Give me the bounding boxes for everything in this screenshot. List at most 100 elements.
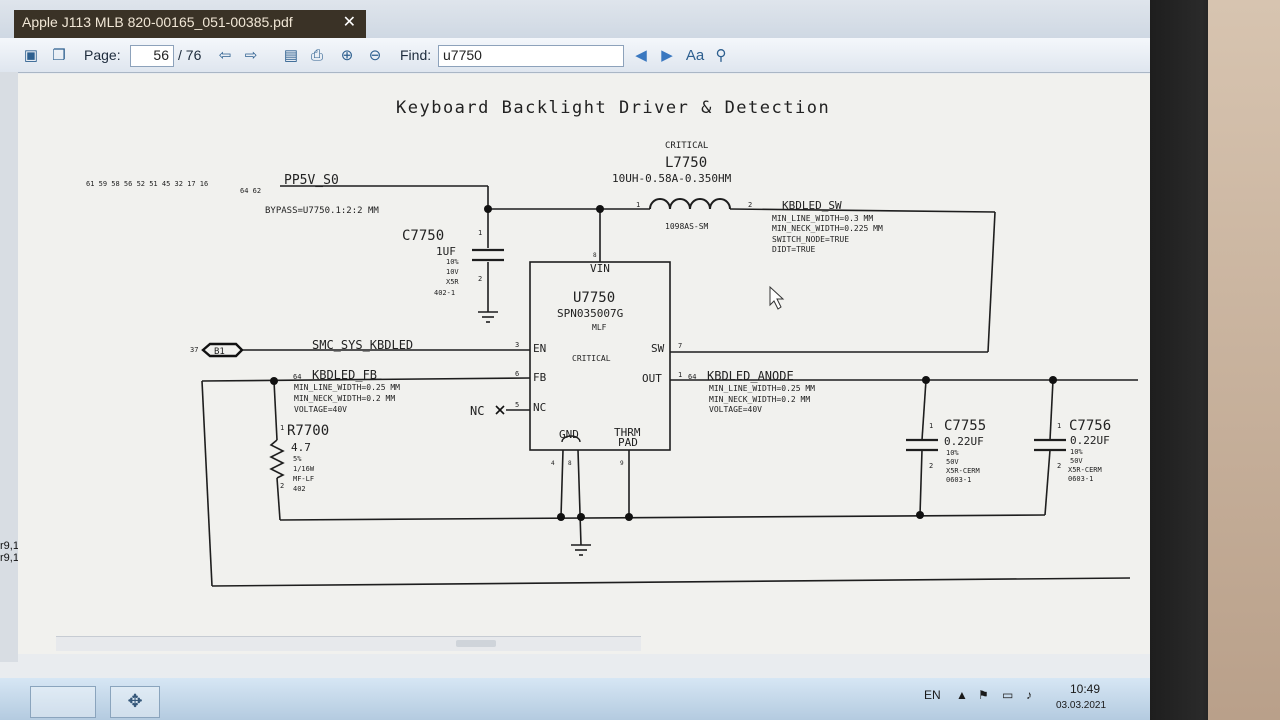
- prev-page-icon[interactable]: ⇦: [218, 47, 232, 64]
- c7755-value: 0.22UF: [944, 435, 984, 448]
- ic-pin-num-gnd1: 4: [551, 460, 555, 467]
- fb-page-ref: 64: [293, 373, 301, 381]
- r7700-prop-1: 5%: [293, 455, 302, 463]
- c7750-value: 1UF: [436, 245, 456, 258]
- ic-pin-fb: FB: [533, 371, 547, 384]
- capacitor-c7756-symbol: [1034, 438, 1066, 452]
- pdf-viewer-window: Apple J113 MLB 820-00165_051-00385.pdf ✕…: [0, 0, 1200, 720]
- r7700-ref: R7700: [287, 423, 329, 439]
- zoom-in-icon[interactable]: ⊕: [340, 47, 354, 64]
- tab-bar: Apple J113 MLB 820-00165_051-00385.pdf ✕: [0, 0, 1200, 38]
- gnd-arc: [561, 435, 581, 443]
- ic-pin-num-vin: 8: [593, 252, 597, 259]
- copy-icon[interactable]: ❐: [52, 47, 66, 64]
- sw-net-name: KBDLED_SW: [782, 199, 842, 212]
- sw-net-prop-1: MIN_LINE_WIDTH=0.3 MM: [772, 214, 873, 223]
- volume-icon[interactable]: ♪: [1026, 688, 1032, 702]
- resistor-symbol: [269, 439, 285, 479]
- sw-net-prop-3: SWITCH_NODE=TRUE: [772, 235, 849, 244]
- ic-pin-pad: PAD: [618, 436, 638, 449]
- rail-page-refs-2: 64 62: [240, 187, 261, 195]
- close-icon[interactable]: ✕: [342, 14, 356, 31]
- binoculars-icon[interactable]: ⚲: [715, 47, 727, 64]
- ground-icon: [478, 311, 498, 323]
- c7750-prop-2: 10V: [446, 268, 459, 276]
- c7756-prop-1: 10%: [1070, 448, 1083, 456]
- fb-net-name: KBDLED_FB: [312, 368, 377, 382]
- network-icon[interactable]: ▭: [1002, 688, 1014, 702]
- c7755-ref: C7755: [944, 418, 986, 434]
- ic-pin-num-en: 3: [515, 341, 519, 349]
- ic-pin-num-thrm: 9: [620, 460, 624, 467]
- taskbar: ✥ EN ▲ ⚑ ▭ ♪ 10:49 03.03.2021: [0, 678, 1200, 720]
- inductor-pin2: 2: [748, 201, 752, 209]
- toolbar: ▣ ❐ Page: 56 / 76 ⇦ ⇨ ▤ ⎙ ⊕ ⊖ Find: u775…: [0, 38, 1200, 73]
- page-number-input[interactable]: 56: [130, 45, 174, 67]
- find-label: Find:: [400, 47, 432, 63]
- clock-date[interactable]: 03.03.2021: [1056, 700, 1107, 711]
- ic-pin-en: EN: [533, 342, 546, 355]
- find-input[interactable]: u7750: [438, 45, 624, 67]
- junction-dots: [270, 205, 1057, 521]
- side-panel-text-2: r9,1: [0, 552, 19, 564]
- rail-page-refs: 61 59 58 56 52 51 45 32 17 16: [86, 180, 208, 188]
- inductor-critical: CRITICAL: [665, 141, 708, 151]
- ic-pin-out: OUT: [642, 372, 662, 385]
- c7756-ref: C7756: [1069, 418, 1111, 434]
- ic-ref: U7750: [573, 290, 615, 306]
- r7700-prop-3: MF-LF: [293, 475, 314, 483]
- clock-time[interactable]: 10:49: [1070, 682, 1101, 696]
- schematic-title: Keyboard Backlight Driver & Detection: [396, 98, 830, 118]
- side-panel-text-1: r9,1: [0, 540, 19, 552]
- tray-arrow-icon[interactable]: ▲: [956, 688, 968, 702]
- c7756-prop-4: 0603-1: [1068, 475, 1093, 483]
- ic-critical: CRITICAL: [572, 354, 611, 363]
- taskbar-app-button[interactable]: [30, 686, 96, 718]
- ic-pin-gnd: GND: [559, 428, 579, 441]
- find-prev-icon[interactable]: ◀: [635, 47, 647, 64]
- r7700-value: 4.7: [291, 441, 311, 454]
- c7756-prop-3: X5R-CERM: [1068, 466, 1102, 474]
- c7756-value: 0.22UF: [1070, 434, 1110, 447]
- open-icon[interactable]: ▣: [23, 47, 39, 64]
- match-case-icon[interactable]: Aa: [685, 46, 705, 64]
- move-icon[interactable]: ✥: [110, 686, 160, 718]
- find-next-icon[interactable]: ▶: [661, 47, 673, 64]
- rail-name: PP5V_S0: [284, 173, 339, 188]
- ic-pin-vin: VIN: [590, 262, 610, 275]
- c7755-prop-3: X5R-CERM: [946, 467, 980, 475]
- anode-net-prop-2: MIN_NECK_WIDTH=0.2 MM: [709, 395, 810, 404]
- ic-package: MLF: [592, 323, 607, 332]
- ground-icon: [571, 544, 591, 556]
- page-label: Page:: [84, 47, 121, 63]
- smc-page-ref: 37: [190, 346, 198, 354]
- language-indicator[interactable]: EN: [924, 688, 941, 702]
- page-total: / 76: [178, 47, 202, 63]
- document-tab[interactable]: Apple J113 MLB 820-00165_051-00385.pdf ✕: [14, 10, 366, 38]
- zoom-out-icon[interactable]: ⊖: [368, 47, 382, 64]
- scroll-thumb[interactable]: [456, 640, 496, 647]
- print-icon[interactable]: ⎙: [310, 46, 323, 64]
- flag-icon[interactable]: ⚑: [978, 688, 989, 702]
- sw-net-prop-4: DIDT=TRUE: [772, 245, 816, 254]
- inductor-value: 10UH-0.58A-0.350HM: [612, 172, 732, 185]
- horizontal-scrollbar[interactable]: [56, 636, 641, 651]
- r7700-prop-2: 1/16W: [293, 465, 315, 473]
- ic-body: [529, 261, 671, 451]
- inductor-part: 1098AS-SM: [665, 222, 709, 231]
- c7750-prop-4: 402-1: [434, 289, 455, 297]
- bypass-note: BYPASS=U7750.1:2:2 MM: [265, 206, 379, 216]
- inductor-symbol: [649, 198, 731, 210]
- save-icon[interactable]: ▤: [283, 47, 299, 64]
- schematic-drawing: Keyboard Backlight Driver & Detection 61…: [86, 98, 1138, 587]
- background-wall: [1208, 0, 1280, 720]
- mouse-cursor-icon: [769, 285, 785, 310]
- c7756-pin2: 2: [1057, 462, 1061, 470]
- c7750-pin1: 1: [478, 229, 482, 237]
- capacitor-c7755-symbol: [906, 438, 938, 452]
- ic-pin-num-out: 1: [678, 371, 682, 379]
- next-page-icon[interactable]: ⇨: [244, 47, 258, 64]
- offpage-label: B1: [214, 347, 225, 357]
- c7756-pin1: 1: [1057, 422, 1061, 430]
- ic-pin-num-nc: 5: [515, 401, 519, 409]
